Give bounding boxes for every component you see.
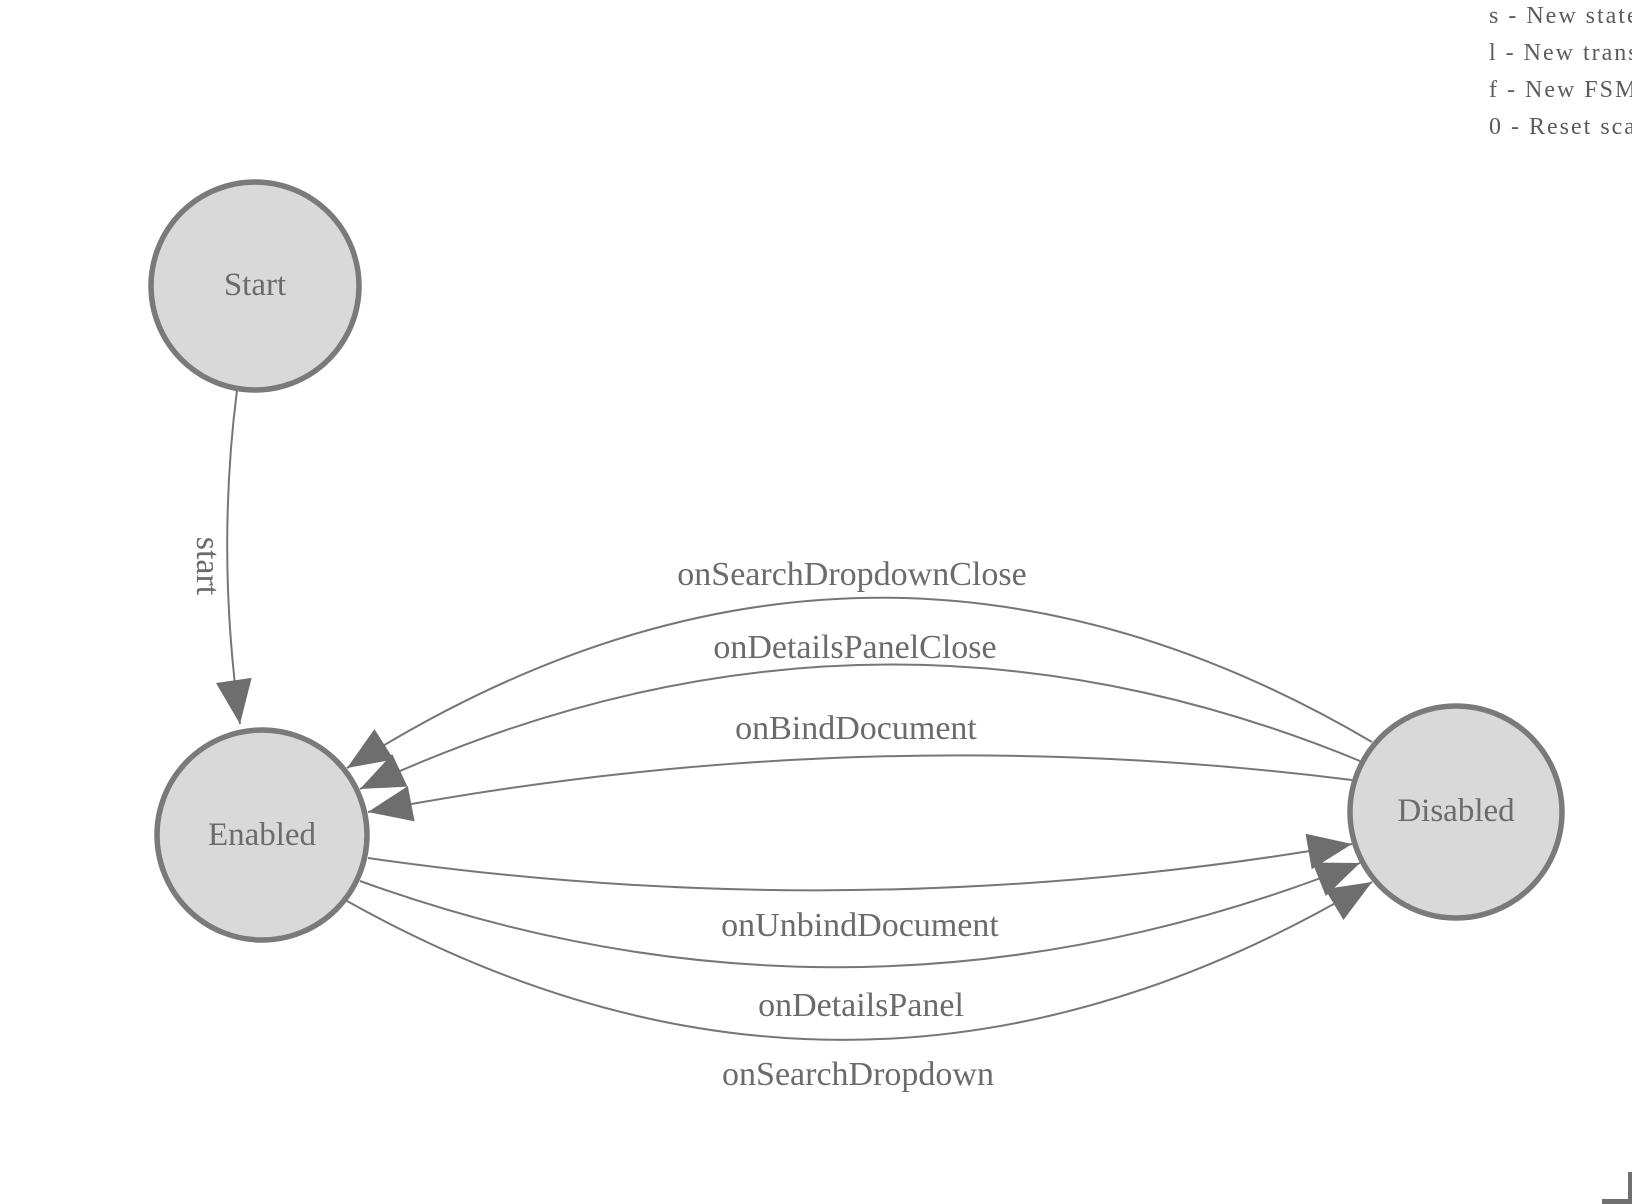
legend-item-new-state: s - New state [1489, 3, 1632, 29]
corner-mark-vertical [1628, 1172, 1632, 1204]
corner-mark-horizontal [1602, 1199, 1632, 1204]
transition-label-onunbinddocument[interactable]: onUnbindDocument [721, 907, 999, 944]
state-node-disabled[interactable]: Disabled [1347, 703, 1565, 921]
transition-onunbinddocument[interactable]: onUnbindDocument [367, 833, 1353, 944]
transition-onsearchdropdownclose[interactable]: onSearchDropdownClose [346, 556, 1373, 769]
transition-label-ondetailspanel[interactable]: onDetailsPanel [758, 987, 964, 1024]
state-circle-disabled[interactable] [1347, 703, 1565, 921]
legend-shortcuts: s - New state l - New transition f - New… [1489, 0, 1632, 146]
transition-label-ondetailspanelclose[interactable]: onDetailsPanelClose [713, 629, 996, 666]
viewport-corner-mark [1602, 1172, 1632, 1204]
state-label-disabled: Disabled [1397, 793, 1515, 829]
state-node-start[interactable]: Start [148, 179, 362, 393]
legend-item-reset-scale: 0 - Reset scale [1489, 114, 1632, 140]
transition-edge-start[interactable] [215, 389, 252, 725]
state-circle-start[interactable] [148, 179, 362, 393]
transition-label-onsearchdropdownclose[interactable]: onSearchDropdownClose [677, 556, 1026, 593]
state-label-start: Start [224, 267, 286, 303]
transition-edge-onsearchdropdown[interactable] [346, 881, 1373, 1041]
transition-start[interactable]: start [189, 389, 252, 725]
transition-label-onsearchdropdown[interactable]: onSearchDropdown [722, 1056, 994, 1093]
transition-ondetailspanel[interactable]: onDetailsPanel [359, 862, 1361, 1024]
transition-edge-ondetailspanel[interactable] [359, 862, 1361, 969]
legend-item-new-transition: l - New transition [1489, 40, 1632, 66]
transition-edge-onsearchdropdownclose[interactable] [346, 596, 1373, 769]
transition-onbinddocument[interactable]: onBindDocument [367, 710, 1353, 822]
transition-edge-onunbinddocument[interactable] [367, 833, 1353, 892]
state-circle-enabled[interactable] [154, 727, 370, 943]
transition-edge-ondetailspanelclose[interactable] [359, 663, 1361, 790]
state-node-enabled[interactable]: Enabled [154, 727, 370, 943]
transition-label-start[interactable]: start [189, 537, 226, 596]
transition-ondetailspanelclose[interactable]: onDetailsPanelClose [359, 629, 1361, 790]
transition-onsearchdropdown[interactable]: onSearchDropdown [346, 881, 1373, 1093]
transition-label-onbinddocument[interactable]: onBindDocument [735, 710, 977, 747]
state-label-enabled: Enabled [208, 817, 317, 853]
legend-item-new-fsm: f - New FSM [1489, 77, 1632, 103]
transition-edge-onbinddocument[interactable] [367, 754, 1353, 822]
